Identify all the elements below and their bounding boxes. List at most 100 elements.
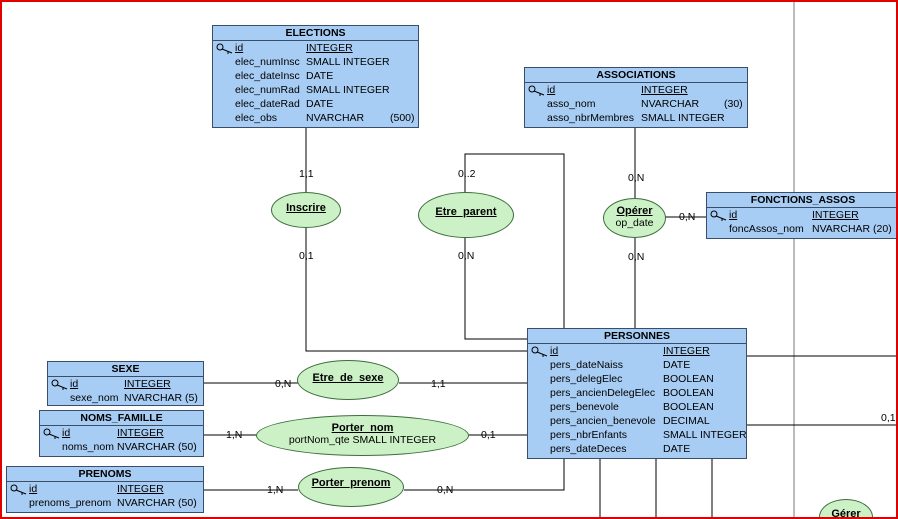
cardinality-label: 0,N [679,211,696,223]
cardinality-label: 0,N [458,250,475,262]
association-name: Gérer [831,508,861,519]
attribute-type: SMALL INTEGER [306,56,390,68]
cardinality-label: 1,N [226,429,243,441]
key-icon [216,43,233,54]
attribute-name: asso_nom [547,98,596,110]
entity-title: SEXE [48,362,203,377]
cardinality-label: 0,1 [299,250,314,262]
association-etre-de-sexe[interactable]: Etre_de_sexe [297,360,399,400]
attribute-name: elec_dateRad [235,98,300,110]
entity-title: ASSOCIATIONS [525,68,747,83]
entity-title: NOMS_FAMILLE [40,411,203,426]
attribute-type: INTEGER [117,427,164,439]
cardinality-label: 0,N [437,484,454,496]
attribute-type: INTEGER [641,84,688,96]
attribute-name: pers_ancien_benevole [550,415,656,427]
association-porter-nom[interactable]: Porter_nom portNom_qte SMALL INTEGER [256,415,469,456]
attribute-name: id [547,84,556,96]
association-etre-parent[interactable]: Etre_parent [418,192,514,238]
attribute-type: SMALL INTEGER [663,429,747,441]
attribute-type: DATE [306,98,334,110]
attribute-row: id INTEGER [528,344,746,358]
attribute-name: pers_ancienDelegElec [550,387,656,399]
attribute-row: id INTEGER [213,41,418,55]
attribute-type: SMALL INTEGER [306,84,390,96]
entity-title: PRENOMS [7,467,203,482]
attribute-row: pers_ancienDelegElec BOOLEAN [528,386,746,400]
attribute-name: prenoms_prenom [29,497,112,509]
association-operer[interactable]: Opérer op_date [603,198,666,238]
attribute-row: pers_delegElec BOOLEAN [528,372,746,386]
attribute-size: (500) [390,112,415,124]
attribute-name: id [70,378,79,390]
attribute-name: id [62,427,71,439]
entity-title: FONCTIONS_ASSOS [707,193,896,208]
attribute-name: foncAssos_nom [729,223,804,235]
attribute-name: elec_numInsc [235,56,300,68]
key-icon [43,428,60,439]
attribute-type: NVARCHAR (5) [124,392,198,404]
attribute-name: pers_benevole [550,401,619,413]
attribute-name: id [235,42,244,54]
attribute-name: elec_dateInsc [235,70,300,82]
attribute-row: id INTEGER [525,83,747,97]
attribute-row: sexe_nom NVARCHAR (5) [48,391,203,405]
attribute-row: id INTEGER [7,482,203,496]
attribute-type: INTEGER [124,378,171,390]
association-name: Opérer [616,205,653,217]
key-icon [531,346,548,357]
attribute-name: elec_numRad [235,84,300,96]
association-inscrire[interactable]: Inscrire [271,192,341,228]
attribute-name: elec_obs [235,112,278,124]
attribute-name: id [729,209,738,221]
cardinality-label: 0,N [628,172,645,184]
key-icon [51,379,68,390]
attribute-type: BOOLEAN [663,401,714,413]
attribute-type: BOOLEAN [663,387,714,399]
attribute-name: sexe_nom [70,392,119,404]
attribute-name: noms_nom [62,441,114,453]
attribute-type: DATE [663,359,691,371]
attribute-type: INTEGER [663,345,710,357]
attribute-name: asso_nbrMembres [547,112,634,124]
attribute-type: DATE [663,443,691,455]
cardinality-label: 0,1 [481,429,496,441]
association-name: Etre_de_sexe [312,372,384,384]
attribute-row: id INTEGER [48,377,203,391]
association-name: Porter_prenom [311,477,391,489]
entity-sexe[interactable]: SEXE id INTEGER sexe_nom NVARCHAR (5) [47,361,204,406]
attribute-row: elec_numInsc SMALL INTEGER [213,55,418,69]
entity-title: PERSONNES [528,329,746,344]
cardinality-label: 1,1 [299,168,314,180]
association-name: Etre_parent [435,206,497,218]
association-name: Porter_nom [331,422,394,434]
entity-fonctions-assos[interactable]: FONCTIONS_ASSOS id INTEGER foncAssos_nom… [706,192,896,239]
attribute-type: BOOLEAN [663,373,714,385]
cardinality-label: 1,N [267,484,284,496]
cardinality-label: 0,1 [881,412,896,424]
association-name: Inscrire [286,202,326,214]
attribute-name: pers_dateNaiss [550,359,623,371]
attribute-name: pers_delegElec [550,373,623,385]
attribute-name: pers_nbrEnfants [550,429,628,441]
attribute-type: INTEGER [812,209,859,221]
attribute-size: (30) [724,98,743,110]
association-attribute: op_date [615,217,654,229]
attribute-type: NVARCHAR (20) [812,223,892,235]
attribute-row: elec_dateRad DATE [213,97,418,111]
cardinality-label: 0,N [628,251,645,263]
association-porter-prenom[interactable]: Porter_prenom [298,467,404,507]
